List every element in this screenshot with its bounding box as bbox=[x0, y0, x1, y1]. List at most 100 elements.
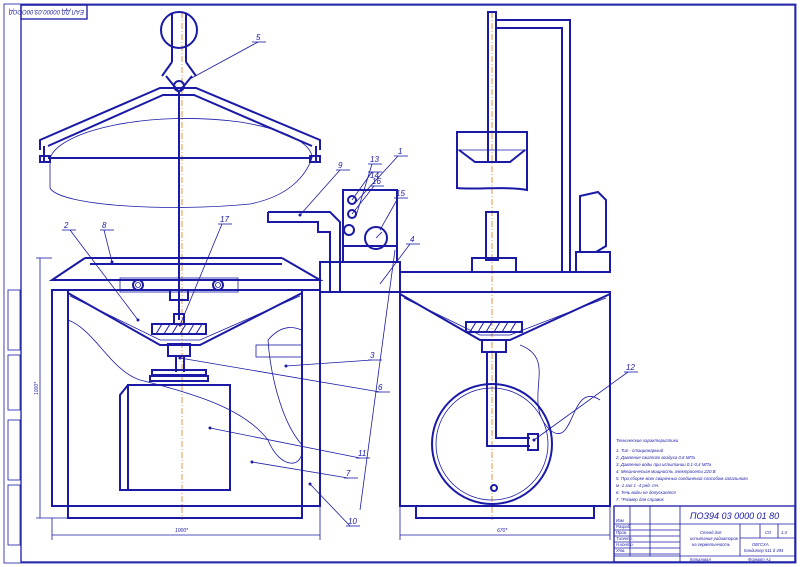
tb-role-4: Т.контр. bbox=[616, 536, 633, 541]
lid-bolt-right-in bbox=[215, 282, 221, 288]
right-tank bbox=[399, 291, 611, 507]
r-clamp-hatch-2 bbox=[477, 321, 485, 333]
callout-9: 9 bbox=[338, 161, 343, 170]
clamp-hatch-1 bbox=[155, 323, 163, 335]
binding-strip-1 bbox=[7, 289, 21, 351]
callout-12: 12 bbox=[626, 363, 635, 372]
right-radiator-bowl bbox=[458, 149, 526, 163]
indicator-lamp-3 bbox=[343, 224, 355, 236]
left-base bbox=[67, 505, 303, 519]
note-4: 4. Механическая мощность электросети 220… bbox=[616, 469, 716, 474]
callout-16: 16 bbox=[372, 177, 381, 186]
tb-role-3: Пров. bbox=[616, 530, 627, 535]
indicator-lamp-1 bbox=[347, 195, 357, 205]
right-base bbox=[415, 505, 595, 519]
traverse-beam bbox=[39, 87, 321, 150]
clamp-hatch-3 bbox=[171, 323, 179, 335]
note-5: 5. При сборке всех сварочных соединений … bbox=[616, 476, 748, 481]
tb-doc-number: ПОЗ94 03 0000 01 80 bbox=[690, 511, 779, 521]
callout-11: 11 bbox=[358, 449, 366, 458]
air-pipe bbox=[267, 211, 341, 292]
tb-role-5: Н.контр. bbox=[616, 542, 634, 547]
side-column bbox=[579, 190, 607, 253]
pressure-gauge bbox=[364, 226, 388, 250]
tb-role-6: Утв. bbox=[616, 548, 626, 553]
radiator-in-tank bbox=[127, 384, 231, 491]
clamp-hatch-5 bbox=[187, 323, 195, 335]
lid-bolt-right bbox=[212, 279, 224, 291]
r-clamp-hatch-6 bbox=[509, 321, 517, 333]
callout-15: 15 bbox=[396, 189, 405, 198]
callout-2: 2 bbox=[63, 221, 69, 230]
suspended-radiator bbox=[49, 118, 313, 208]
r-clamp-hatch-5 bbox=[501, 321, 509, 333]
side-column-base bbox=[575, 251, 611, 273]
title-block bbox=[613, 505, 796, 563]
right-stem-collar bbox=[481, 339, 507, 353]
note-5b: м -1 гал 1 -4 ряд- тч. bbox=[616, 483, 659, 488]
callout-1: 1 bbox=[398, 147, 402, 156]
binding-strip-2 bbox=[7, 354, 21, 411]
lid-bolt-left bbox=[132, 279, 144, 291]
radiator-drum bbox=[431, 383, 553, 505]
note-1: 1. Тип - стационарный bbox=[616, 448, 664, 453]
left-stem-collar bbox=[167, 343, 191, 357]
tb-scale: 1:4 bbox=[781, 530, 787, 535]
mast-frame bbox=[496, 19, 571, 272]
tb-org-1: ОБГСХА bbox=[752, 542, 769, 547]
centre-panel bbox=[319, 261, 401, 293]
callout-14: 14 bbox=[370, 171, 379, 180]
right-clamp-plate bbox=[465, 321, 523, 333]
right-break-line bbox=[519, 344, 601, 434]
left-disc-1 bbox=[151, 369, 207, 376]
tb-footer-left: Копировал bbox=[690, 557, 711, 562]
corner-stamp-box bbox=[20, 4, 88, 20]
dim-right-text: 670* bbox=[497, 528, 508, 534]
left-tank bbox=[51, 289, 321, 507]
r-clamp-hatch-1 bbox=[469, 321, 477, 333]
tb-name-line-3: на герметичность bbox=[692, 542, 730, 547]
note-6: 6. Течь воды не допускается bbox=[616, 490, 676, 495]
callout-3: 3 bbox=[370, 351, 375, 360]
tb-footer-right: Формат А1 bbox=[748, 557, 771, 562]
gauge-needle bbox=[375, 231, 383, 239]
drain-plug bbox=[490, 484, 498, 492]
tb-sheet: СО bbox=[765, 530, 772, 535]
r-clamp-hatch-3 bbox=[485, 321, 493, 333]
left-drain-box bbox=[255, 344, 303, 358]
notes-title: Технические характеристики bbox=[616, 438, 679, 443]
inner-frame bbox=[20, 4, 796, 563]
outer-frame bbox=[3, 3, 797, 564]
binding-strip-3 bbox=[7, 419, 21, 481]
right-funnel-inner bbox=[403, 297, 607, 336]
callout-4: 4 bbox=[410, 235, 415, 244]
clamp-hatch-2 bbox=[163, 323, 171, 335]
callout-5: 5 bbox=[256, 33, 261, 42]
lid-bolt-left-in bbox=[135, 282, 141, 288]
callout-10: 10 bbox=[348, 517, 357, 526]
corner-stamp: ЕАЛ ДД.00000.03.00ОООД bbox=[8, 8, 84, 14]
binding-strip-4 bbox=[7, 484, 21, 546]
lid-slot bbox=[119, 277, 239, 293]
callout-17: 17 bbox=[220, 215, 229, 224]
right-lift-stem bbox=[485, 211, 499, 261]
tb-name-line-2: испытания радиаторов bbox=[690, 536, 739, 541]
right-funnel bbox=[399, 293, 611, 341]
left-disc-2 bbox=[149, 375, 209, 382]
callout-dots bbox=[110, 213, 536, 486]
callout-7: 7 bbox=[346, 469, 351, 478]
tb-role-2: Разраб. bbox=[616, 524, 631, 529]
left-break-line bbox=[67, 319, 303, 464]
inlet-fitting bbox=[527, 433, 539, 451]
lid-body bbox=[48, 257, 324, 281]
centre-leader-down bbox=[359, 249, 396, 511]
callout-8: 8 bbox=[102, 221, 107, 230]
callout-leaders bbox=[62, 41, 638, 527]
callout-6: 6 bbox=[378, 383, 383, 392]
hook-pivot bbox=[173, 80, 185, 92]
lifting-ring bbox=[160, 11, 198, 49]
clamp-hatch-4 bbox=[179, 323, 187, 335]
radiator-side bbox=[119, 384, 129, 491]
inlet-pipe bbox=[486, 352, 530, 447]
